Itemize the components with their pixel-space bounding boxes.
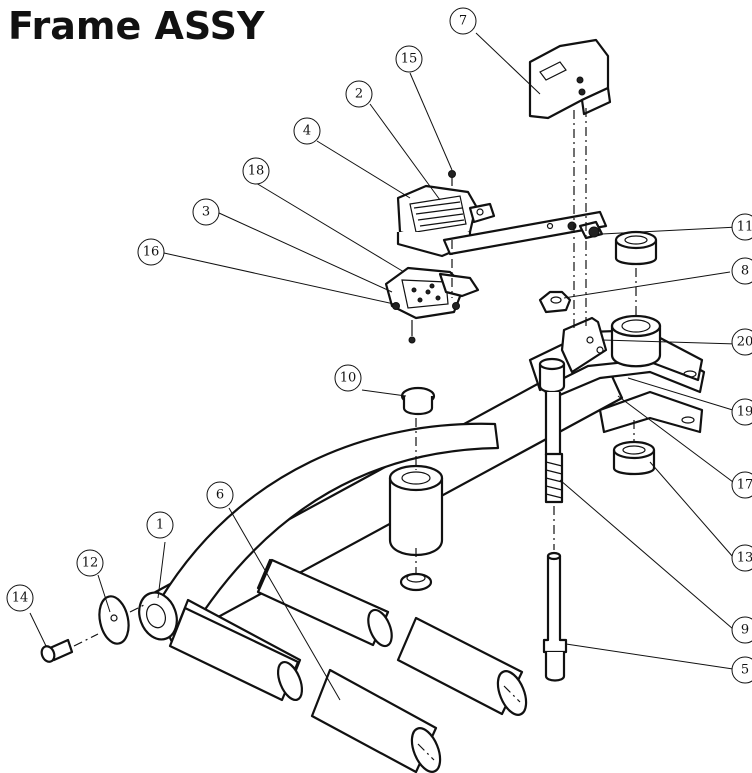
callout-5: 5 [731,656,752,684]
callout-11: 11 [731,213,752,241]
page-title: Frame ASSY [8,4,265,48]
leader-lines [29,32,739,701]
svg-text:4: 4 [303,124,311,139]
end-cap-part [98,595,147,645]
handle-grip-part [168,558,528,773]
callout-20: 20 [731,328,752,356]
callout-10: 10 [334,364,362,392]
svg-text:5: 5 [741,663,749,678]
svg-text:16: 16 [143,245,160,260]
svg-text:13: 13 [737,551,752,566]
svg-text:18: 18 [248,164,265,179]
svg-text:12: 12 [82,556,99,571]
callout-14: 14 [6,584,34,612]
spring-part [544,452,564,550]
callout-4: 4 [293,117,321,145]
head-tube-bracket [528,314,706,457]
svg-text:20: 20 [737,335,752,350]
hex-nut-part [538,290,572,314]
callout-9: 9 [731,616,752,644]
svg-text:17: 17 [737,478,752,493]
callout-3: 3 [192,198,220,226]
svg-text:1: 1 [156,518,164,533]
callout-19: 19 [731,398,752,426]
seat-post-sleeve [388,386,444,592]
svg-text:9: 9 [741,623,749,638]
svg-text:3: 3 [202,205,210,220]
callout-12: 12 [76,549,104,577]
callout-6: 6 [206,481,234,509]
svg-text:7: 7 [459,14,467,29]
callout-17: 17 [731,471,752,499]
footrest-assembly [384,170,608,344]
callout-8: 8 [731,257,752,285]
svg-text:14: 14 [12,591,29,606]
svg-text:15: 15 [401,52,418,67]
callout-13: 13 [731,544,752,572]
callout-16: 16 [137,238,165,266]
callout-2: 2 [345,80,373,108]
svg-text:6: 6 [216,488,224,503]
svg-text:11: 11 [737,220,752,235]
svg-text:8: 8 [741,264,749,279]
svg-text:10: 10 [340,371,357,386]
callout-15: 15 [395,45,423,73]
end-bolt-part [40,633,99,663]
svg-text:19: 19 [737,405,752,420]
callout-18: 18 [242,157,270,185]
callout-1: 1 [146,511,174,539]
spindle-shaft-part [542,551,568,682]
svg-text:2: 2 [355,87,363,102]
bearing-part [612,230,658,476]
callout-7: 7 [449,7,477,35]
head-cover-part [528,38,612,330]
